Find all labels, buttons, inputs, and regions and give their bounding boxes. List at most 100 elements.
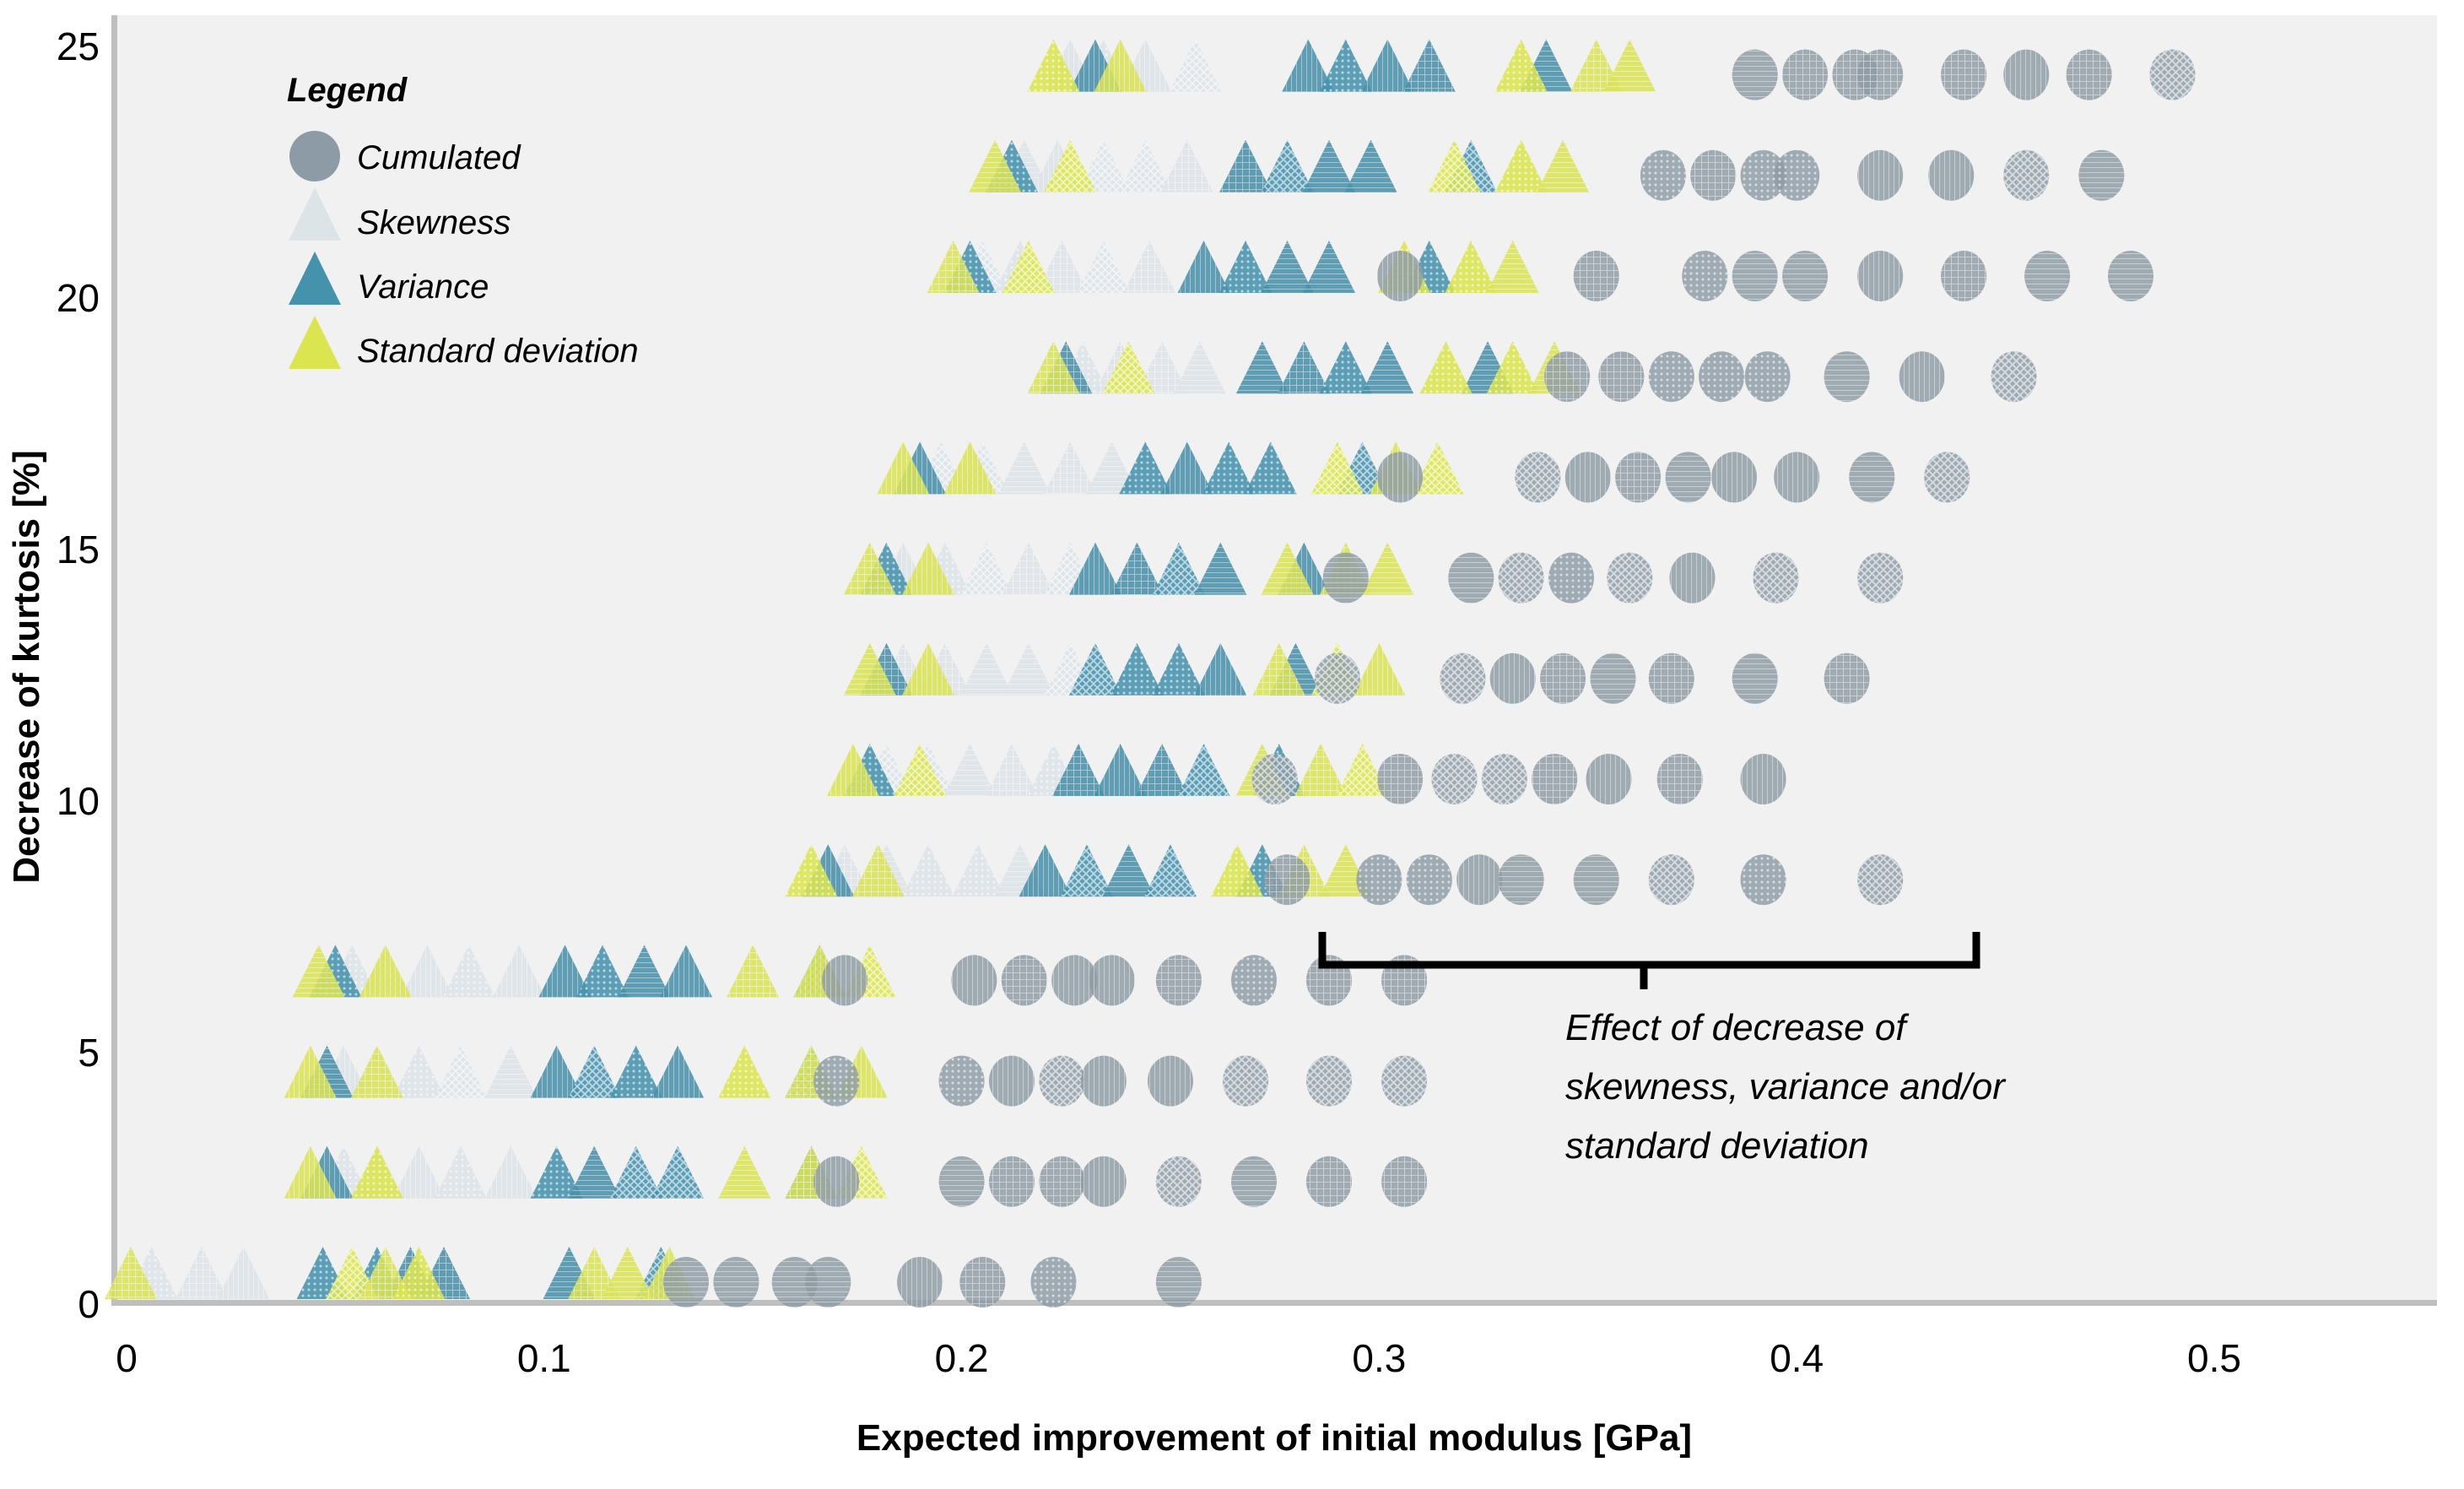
series-cumulated xyxy=(663,49,2196,1308)
annotation-line-3: standard deviation xyxy=(1565,1125,1869,1167)
data-point-circle xyxy=(1498,854,1544,906)
data-point-circle xyxy=(1148,1055,1193,1107)
data-point-circle xyxy=(1849,452,1895,503)
data-point-circle xyxy=(1231,1156,1277,1207)
data-point-circle xyxy=(1051,955,1098,1006)
data-point-circle xyxy=(1306,1156,1352,1207)
data-point-circle xyxy=(1732,251,1778,301)
data-point-circle xyxy=(1732,652,1778,704)
y-tick-label: 10 xyxy=(57,779,100,823)
data-point-circle xyxy=(1640,149,1686,201)
data-point-circle xyxy=(1744,351,1791,403)
data-point-circle xyxy=(2078,149,2125,201)
data-point-circle xyxy=(1857,552,1904,604)
data-point-circle xyxy=(951,955,997,1006)
data-point-circle xyxy=(771,1257,818,1308)
data-point-circle xyxy=(1782,49,1829,100)
data-point-circle xyxy=(1824,652,1870,704)
data-point-circle xyxy=(1699,351,1745,403)
x-tick-label: 0 xyxy=(116,1336,138,1380)
data-point-circle xyxy=(1586,754,1632,804)
data-point-circle xyxy=(1615,452,1662,503)
data-point-circle xyxy=(1928,149,1975,201)
data-point-circle xyxy=(2108,251,2153,301)
data-point-circle xyxy=(1782,251,1829,301)
legend-label-variance: Variance xyxy=(357,268,489,306)
data-point-circle xyxy=(1456,854,1503,906)
legend-label-cumulated: Cumulated xyxy=(357,139,521,176)
data-point-circle xyxy=(1590,652,1636,704)
annotation-line-2: skewness, variance and/or xyxy=(1565,1066,2007,1107)
data-point-circle xyxy=(1223,1055,1269,1107)
data-point-circle xyxy=(1711,452,1757,503)
data-point-circle xyxy=(1314,652,1360,704)
data-point-circle xyxy=(959,1257,1006,1308)
data-point-circle xyxy=(1665,452,1711,503)
annotation-line-1: Effect of decrease of xyxy=(1565,1007,1910,1048)
data-point-circle xyxy=(1607,552,1653,604)
legend: Legend Cumulated Skewness Variance Stand… xyxy=(287,72,639,370)
data-point-circle xyxy=(1941,49,1987,100)
data-point-circle xyxy=(1356,854,1402,906)
data-point-circle xyxy=(1682,251,1728,301)
data-point-circle xyxy=(1322,552,1369,604)
data-point-circle xyxy=(1924,452,1970,503)
data-point-circle xyxy=(1857,854,1904,906)
data-point-circle xyxy=(1515,452,1561,503)
y-axis-title: Decrease of kurtosis [%] xyxy=(6,450,47,884)
data-point-circle xyxy=(2024,251,2071,301)
data-point-circle xyxy=(1941,251,1987,301)
data-point-circle xyxy=(1544,351,1591,403)
data-point-circle xyxy=(1774,149,1820,201)
data-point-circle xyxy=(938,1156,985,1207)
data-point-circle xyxy=(1381,1055,1428,1107)
x-axis-line xyxy=(111,1300,2437,1306)
data-point-circle xyxy=(1690,149,1737,201)
data-point-circle xyxy=(1155,955,1202,1006)
data-point-circle xyxy=(1080,1156,1127,1207)
x-axis-title: Expected improvement of initial modulus … xyxy=(856,1417,1692,1459)
data-point-circle xyxy=(1857,149,1904,201)
data-point-circle xyxy=(1740,854,1786,906)
y-tick-label: 25 xyxy=(57,24,100,68)
data-point-circle xyxy=(1489,652,1536,704)
data-point-circle xyxy=(1540,652,1586,704)
data-point-circle xyxy=(897,1257,943,1308)
data-point-circle xyxy=(1377,452,1424,503)
data-point-circle xyxy=(663,1257,709,1308)
legend-label-standard-deviation: Standard deviation xyxy=(357,333,639,370)
x-tick-label: 0.5 xyxy=(2187,1336,2241,1380)
data-point-circle xyxy=(1740,149,1786,201)
y-tick-label: 15 xyxy=(57,528,100,571)
data-point-circle xyxy=(1264,854,1310,906)
data-point-circle xyxy=(1753,552,1799,604)
legend-marker-cumulated xyxy=(289,131,340,181)
data-point-circle xyxy=(1030,1257,1077,1308)
legend-marker-variance xyxy=(289,252,341,305)
data-point-circle xyxy=(938,1055,985,1107)
data-point-circle xyxy=(1155,1257,1202,1308)
data-point-circle xyxy=(1648,351,1694,403)
legend-title: Legend xyxy=(287,72,408,109)
data-point-circle xyxy=(1039,1055,1085,1107)
data-point-circle xyxy=(1598,351,1645,403)
data-point-circle xyxy=(989,1055,1035,1107)
bracket-annotation xyxy=(1318,932,1980,989)
data-point-circle xyxy=(1991,351,2037,403)
data-point-circle xyxy=(1231,955,1277,1006)
data-point-circle xyxy=(2149,49,2196,100)
data-point-circle xyxy=(1564,452,1611,503)
data-point-circle xyxy=(1448,552,1494,604)
data-point-circle xyxy=(1431,754,1478,804)
legend-label-skewness: Skewness xyxy=(357,204,511,241)
data-point-circle xyxy=(1039,1156,1085,1207)
data-point-circle xyxy=(1306,1055,1352,1107)
data-point-circle xyxy=(1532,754,1578,804)
data-point-circle xyxy=(713,1257,759,1308)
data-point-circle xyxy=(1774,452,1820,503)
y-tick-label: 0 xyxy=(78,1282,100,1326)
